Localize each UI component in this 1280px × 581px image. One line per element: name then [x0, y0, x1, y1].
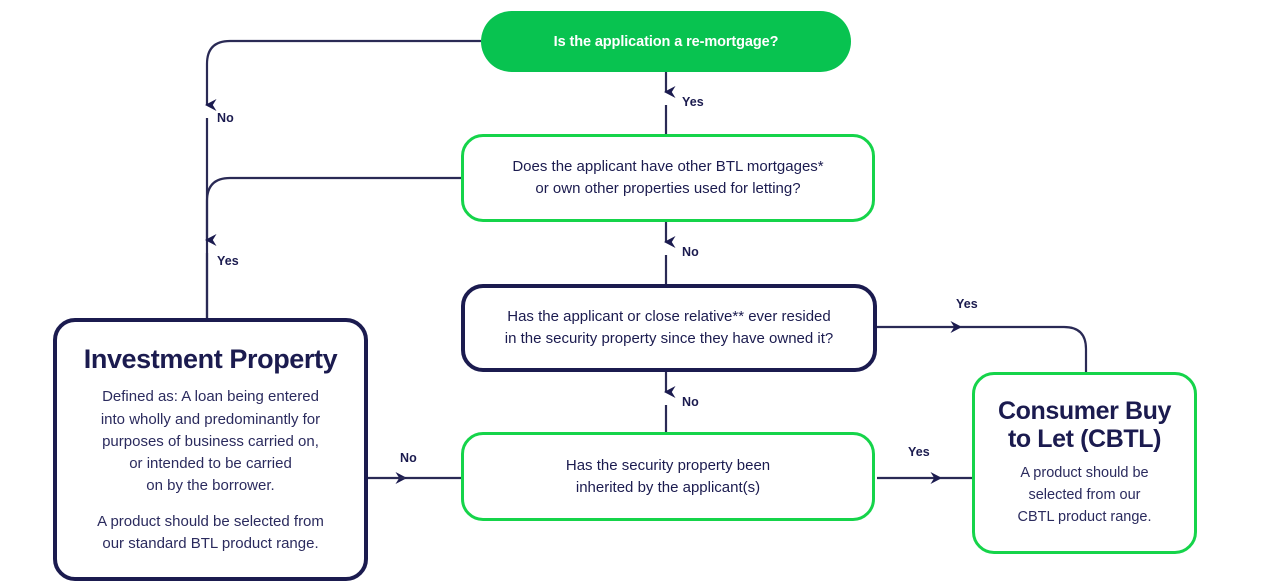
cbtl-title: Consumer Buy to Let (CBTL)	[998, 397, 1171, 453]
edge-label-otherbtl-yes: Yes	[217, 254, 239, 268]
node-other-btl-line2: or own other properties used for letting…	[535, 180, 801, 197]
investment-property-body-line3: purposes of business carried on,	[102, 432, 319, 450]
edge-otherbtl-yes	[205, 176, 461, 246]
node-outcome-cbtl[interactable]: Consumer Buy to Let (CBTL) A product sho…	[972, 372, 1197, 554]
edge-label-start-no: No	[217, 111, 234, 125]
investment-property-title: Investment Property	[83, 344, 338, 375]
edge-start-no	[205, 39, 481, 111]
cbtl-title-line1: Consumer Buy	[997, 397, 1171, 426]
node-ever-resided-line1: Has the applicant or close relative** ev…	[507, 308, 831, 326]
node-outcome-investment-property[interactable]: Investment Property Defined as: A loan b…	[53, 318, 368, 581]
edge-label-inherited-yes: Yes	[908, 445, 930, 459]
investment-property-body-spacer	[97, 497, 324, 511]
cbtl-body-line1: A product should be	[1020, 465, 1149, 482]
node-inherited[interactable]: Has the security property been inherited…	[461, 432, 875, 521]
investment-property-body-line1: Defined as: A loan being entered	[102, 388, 319, 406]
cbtl-body-line3: CBTL product range.	[1017, 508, 1152, 525]
cbtl-title-line2: to Let (CBTL)	[1007, 425, 1162, 454]
node-ever-resided[interactable]: Has the applicant or close relative** ev…	[461, 284, 877, 372]
cbtl-body: A product should be selected from our CB…	[1017, 463, 1151, 528]
edge-label-everresided-no: No	[682, 395, 699, 409]
edge-label-everresided-yes: Yes	[956, 297, 978, 311]
node-inherited-line2: inherited by the applicant(s)	[575, 478, 761, 496]
node-start-label: Is the application a re-mortgage?	[553, 33, 779, 50]
edge-label-inherited-no: No	[400, 451, 417, 465]
node-other-btl-line1: Does the applicant have other BTL mortga…	[512, 158, 824, 176]
investment-property-body-line4: or intended to be carried	[129, 454, 292, 472]
investment-property-body-line2: into wholly and predominantly for	[100, 410, 321, 428]
node-ever-resided-line2: in the security property since they have…	[504, 330, 834, 347]
edge-everresided-yes-tail	[960, 325, 1088, 372]
node-start-is-remortgage[interactable]: Is the application a re-mortgage?	[481, 11, 851, 72]
investment-property-body-line5: on by the borrower.	[146, 476, 275, 494]
edge-label-start-yes: Yes	[682, 95, 704, 109]
investment-property-body-line7: our standard BTL product range.	[102, 534, 319, 552]
investment-property-body-line6: A product should be selected from	[97, 512, 324, 530]
edge-label-otherbtl-no: No	[682, 245, 699, 259]
node-inherited-line1: Has the security property been	[565, 456, 771, 474]
node-other-btl-mortgages[interactable]: Does the applicant have other BTL mortga…	[461, 134, 875, 222]
investment-property-body: Defined as: A loan being entered into wh…	[97, 386, 324, 554]
cbtl-body-line2: selected from our	[1028, 487, 1141, 504]
